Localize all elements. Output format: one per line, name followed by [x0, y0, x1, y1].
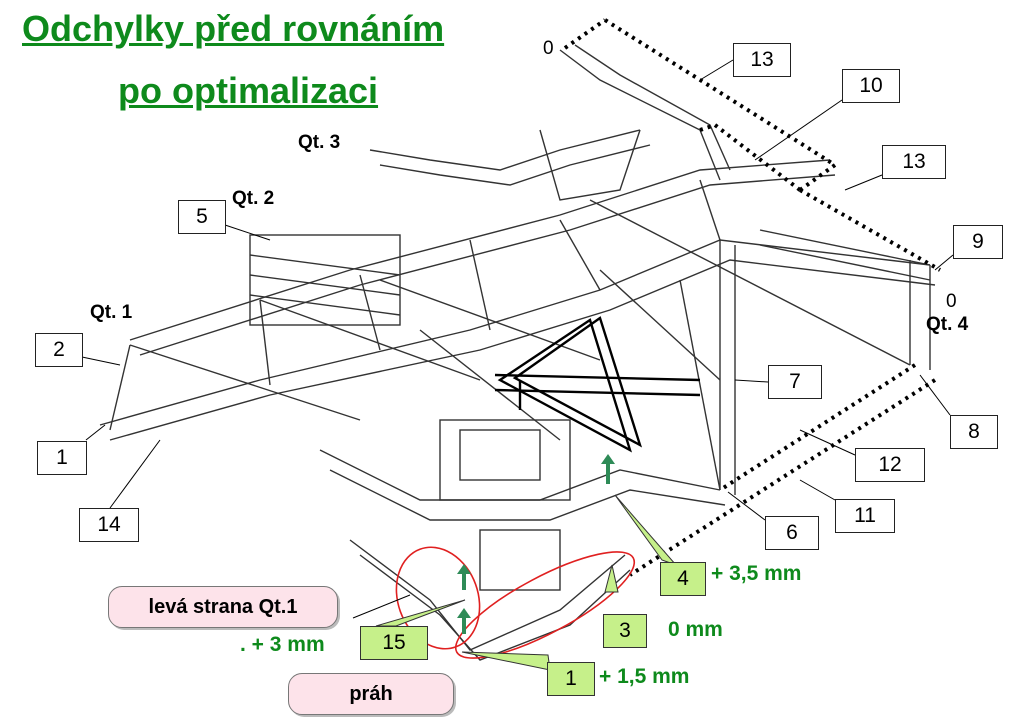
callout-9: 9: [953, 225, 1003, 259]
callout-3-green: 3: [603, 614, 647, 648]
measurement-point-1: + 1,5 mm: [599, 665, 690, 688]
callout-11: 11: [835, 499, 895, 533]
callout-14: 14: [79, 508, 139, 542]
callout-2: 2: [35, 333, 83, 367]
measurement-point-4: + 3,5 mm: [711, 562, 802, 585]
callout-12: 12: [855, 448, 925, 482]
note-left-side: levá strana Qt.1: [108, 586, 338, 628]
title-line-1: Odchylky před rovnáním: [22, 8, 445, 49]
callout-13-right: 13: [882, 145, 946, 179]
quarter-label-3: Qt. 3: [298, 132, 341, 153]
measurement-point-15: . + 3 mm: [240, 633, 325, 656]
callout-1-green: 1: [547, 662, 595, 696]
callout-10: 10: [842, 69, 900, 103]
quarter-label-4: Qt. 4: [926, 314, 969, 335]
callout-6: 6: [765, 516, 819, 550]
callout-15-green: 15: [360, 626, 428, 660]
callout-13-top: 13: [733, 43, 791, 77]
measurement-point-3: 0 mm: [668, 618, 723, 641]
callout-5: 5: [178, 200, 226, 234]
callout-1-left: 1: [37, 441, 87, 475]
quarter-label-2: Qt. 2: [232, 188, 275, 209]
callout-4-green: 4: [660, 562, 706, 596]
zero-mark-top: 0: [543, 38, 554, 59]
callout-7: 7: [768, 365, 822, 399]
zero-mark-right: 0: [946, 291, 957, 312]
callout-8: 8: [950, 415, 998, 449]
quarter-label-1: Qt. 1: [90, 302, 133, 323]
title-line-2: po optimalizaci: [118, 70, 379, 111]
note-sill: práh: [288, 673, 454, 715]
